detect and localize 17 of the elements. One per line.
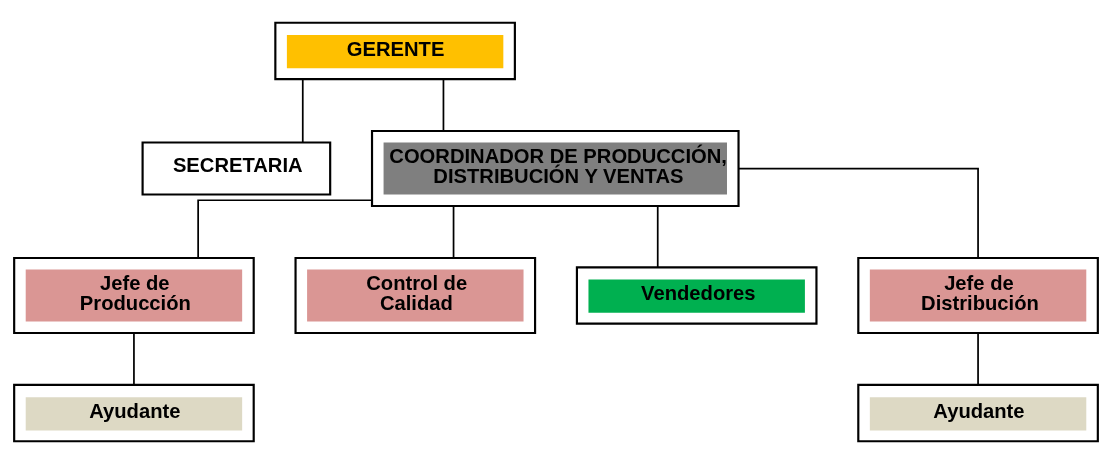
connector bbox=[197, 198, 373, 259]
node-box: COORDINADOR DE PRODUCCIÓN, DISTRIBUCIÓN Y VENTAS bbox=[370, 129, 740, 207]
connector bbox=[656, 205, 659, 268]
node-box: Ayudante bbox=[857, 383, 1099, 442]
connector bbox=[133, 332, 135, 385]
node-box: Jefe de Distribución bbox=[857, 256, 1099, 334]
connector bbox=[301, 78, 304, 143]
node-box: Jefe de Producción bbox=[13, 256, 255, 334]
connector bbox=[977, 332, 979, 385]
node-box: Ayudante bbox=[13, 383, 255, 442]
node-box: SECRETARIA bbox=[141, 140, 332, 196]
node-box: Vendedores bbox=[575, 265, 818, 325]
connector bbox=[738, 167, 979, 258]
node-box: Control de Calidad bbox=[294, 256, 537, 334]
node-box: GERENTE bbox=[274, 21, 516, 80]
connector bbox=[452, 205, 455, 259]
connector bbox=[442, 78, 445, 132]
